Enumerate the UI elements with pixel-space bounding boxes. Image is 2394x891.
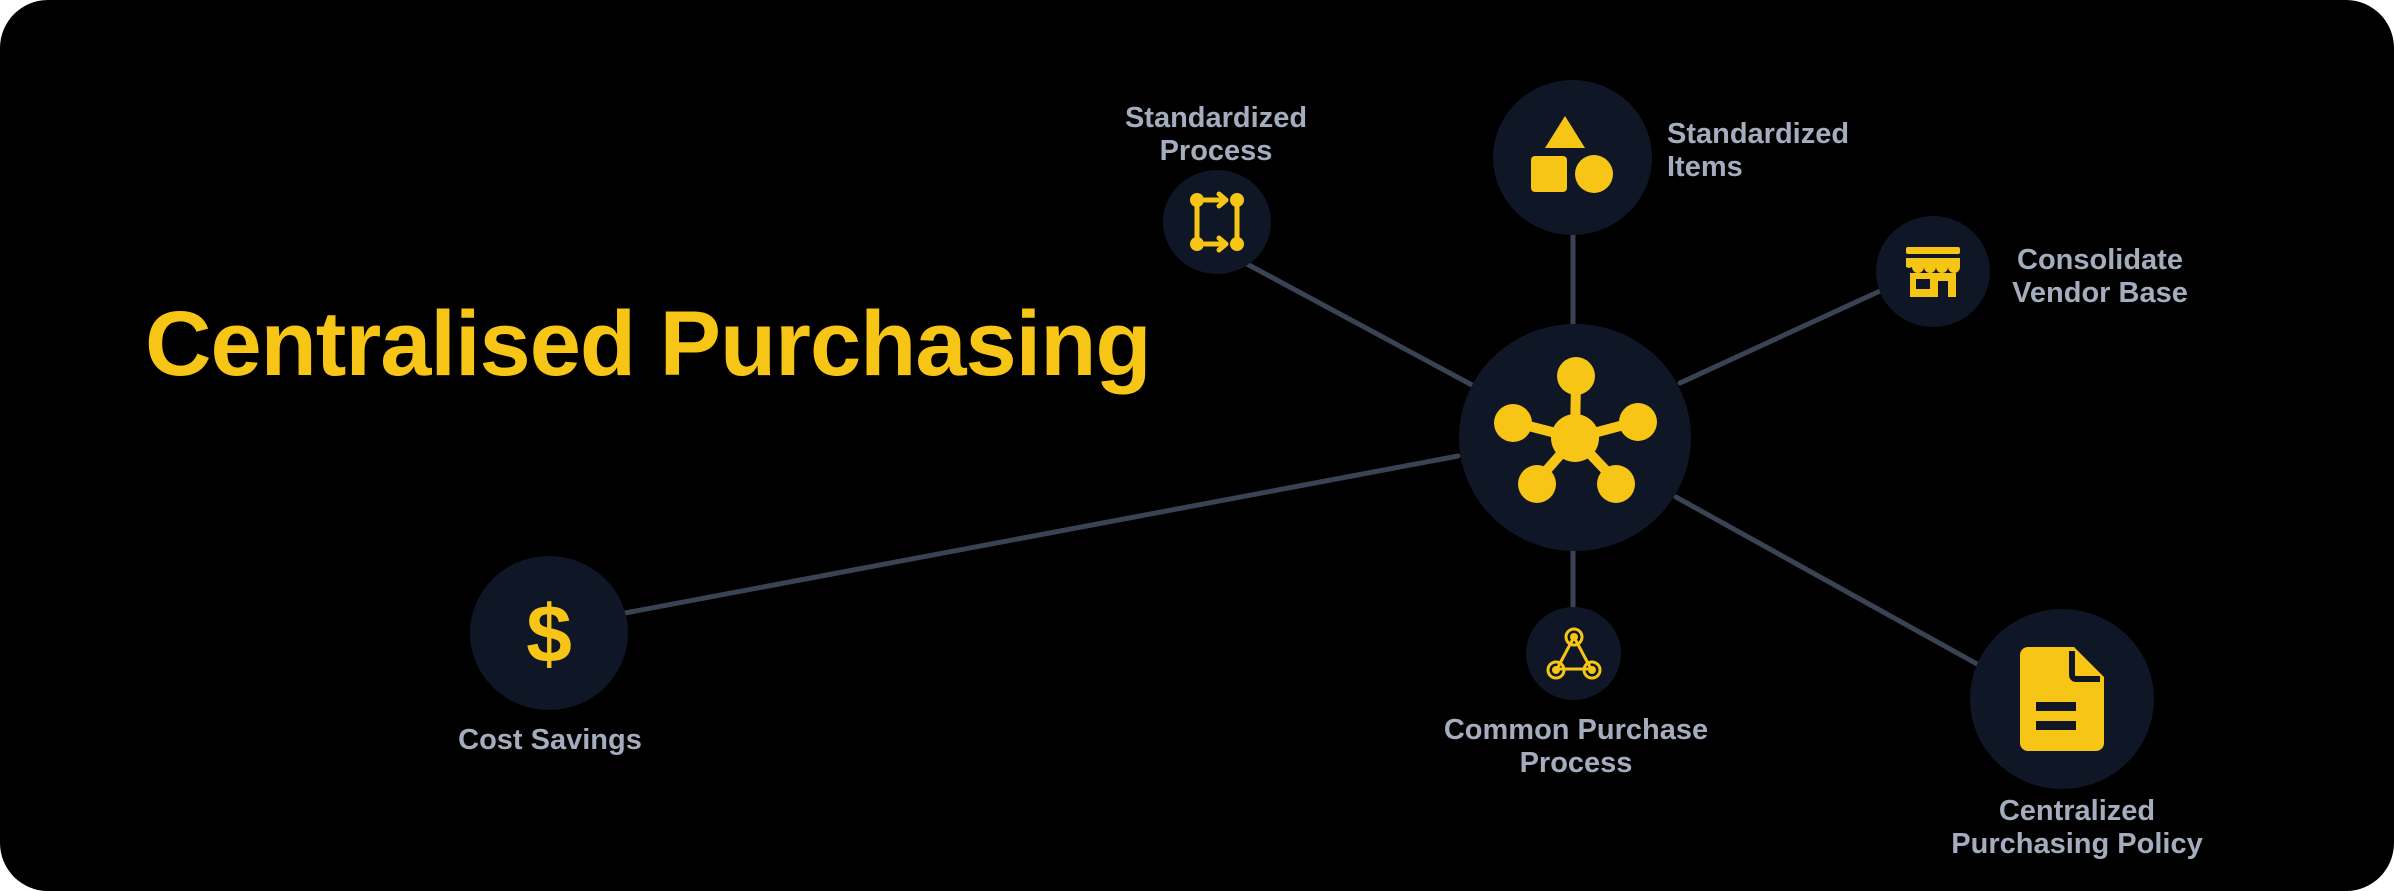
center-hub-node bbox=[1459, 324, 1691, 551]
node-common-purchase-process bbox=[1526, 607, 1621, 700]
diagram-title: Centralised Purchasing bbox=[145, 293, 1152, 395]
node-standardized-items bbox=[1493, 80, 1652, 235]
document-icon bbox=[2020, 647, 2104, 751]
label-centralized-purchasing-policy: Centralized Purchasing Policy bbox=[1951, 795, 2203, 860]
dollar-icon: $ bbox=[526, 589, 572, 678]
node-consolidate-vendor-base bbox=[1876, 216, 1990, 327]
process-flow-icon bbox=[1190, 191, 1244, 253]
label-cost-savings: Cost Savings bbox=[458, 724, 642, 756]
triangle-nodes-icon bbox=[1546, 627, 1601, 679]
svg-text:$: $ bbox=[526, 589, 572, 678]
link-centralized-purchasing-policy bbox=[1673, 494, 1980, 667]
link-standardized-process bbox=[1244, 261, 1475, 388]
label-common-purchase-process: Common Purchase Process bbox=[1443, 714, 1709, 779]
label-consolidate-vendor-base: Consolidate Vendor Base bbox=[2012, 244, 2188, 309]
node-standardized-process bbox=[1163, 170, 1271, 274]
label-standardized-items: Standardized Items bbox=[1667, 118, 1850, 183]
hub-network-icon bbox=[1494, 356, 1657, 503]
shapes-icon bbox=[1530, 115, 1613, 193]
storefront-icon bbox=[1906, 246, 1960, 297]
link-consolidate-vendor-base bbox=[1677, 288, 1883, 386]
link-cost-savings bbox=[622, 453, 1461, 616]
node-cost-savings: $ bbox=[470, 556, 628, 710]
node-centralized-purchasing-policy bbox=[1970, 609, 2154, 789]
label-standardized-process: Standardized Process bbox=[1124, 102, 1308, 167]
